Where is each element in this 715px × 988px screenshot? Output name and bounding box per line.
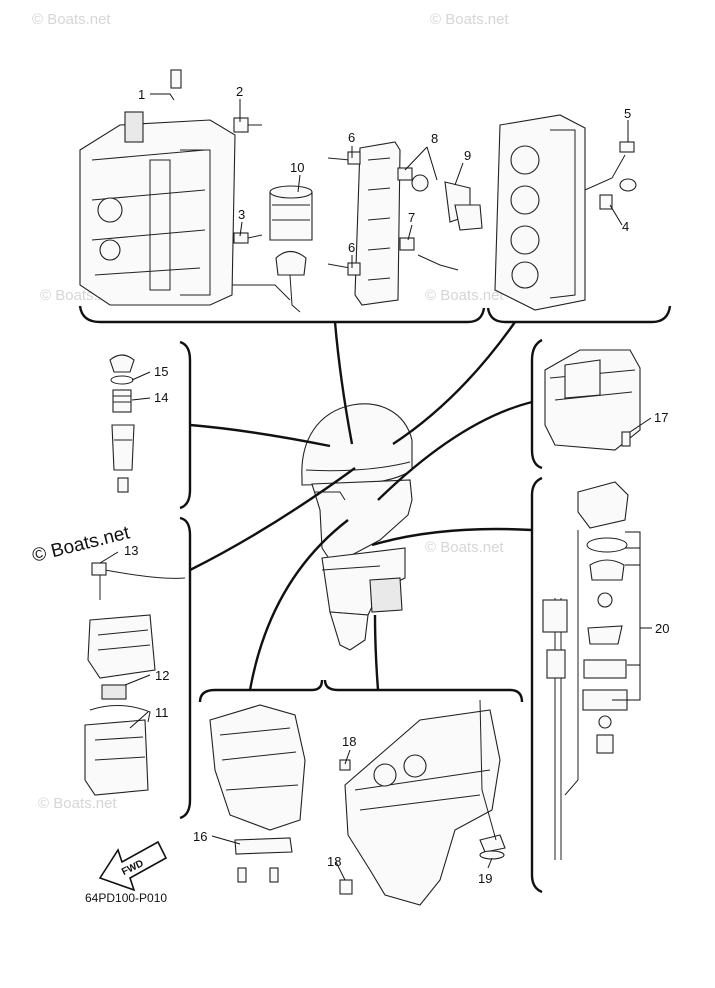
callout-3: 3 xyxy=(238,207,245,222)
callout-9: 9 xyxy=(464,148,471,163)
water-pump-illustration xyxy=(542,481,652,860)
callout-11: 11 xyxy=(155,705,169,720)
oil-pan-illustration xyxy=(544,349,641,451)
callout-14: 14 xyxy=(154,390,168,405)
callout-6: 6 xyxy=(348,130,355,145)
bracket-illustration xyxy=(209,704,306,883)
callout-4: 4 xyxy=(622,219,629,234)
watermark: © Boats.net xyxy=(32,11,111,28)
watermark: © Boats.net xyxy=(38,795,117,812)
callout-15: 15 xyxy=(154,364,168,379)
callout-2: 2 xyxy=(236,84,243,99)
callout-19: 19 xyxy=(478,871,492,886)
cylinder-block-illustration xyxy=(79,69,313,313)
watermark-main: © Boats.net xyxy=(30,522,132,567)
callout-10: 10 xyxy=(290,160,304,175)
callout-17: 17 xyxy=(654,410,668,425)
callout-1: 1 xyxy=(138,87,145,102)
callout-6-second: 6 xyxy=(348,240,355,255)
diagram-code: 64PD100-P010 xyxy=(85,891,167,905)
watermark: © Boats.net xyxy=(425,539,504,556)
fuel-pump-illustration xyxy=(84,562,186,796)
callout-20: 20 xyxy=(655,621,669,636)
callout-7: 7 xyxy=(408,210,415,225)
callout-13: 13 xyxy=(124,543,138,558)
outboard-motor-illustration xyxy=(301,403,413,651)
callout-labels: 1 2 3 4 5 6 6 7 8 9 10 11 12 13 14 15 16… xyxy=(124,84,669,886)
callout-8: 8 xyxy=(431,131,438,146)
cylinder-head-illustration xyxy=(494,114,637,311)
watermark: © Boats.net xyxy=(430,11,509,28)
exhaust-cover-illustration xyxy=(327,141,483,306)
callout-18-second: 18 xyxy=(327,854,341,869)
watermark-layer: © Boats.net © Boats.net © Boats.net © Bo… xyxy=(32,11,509,812)
callout-16: 16 xyxy=(193,829,207,844)
leader-lines xyxy=(189,321,533,691)
watermark: © Boats.net xyxy=(425,287,504,304)
callout-12: 12 xyxy=(155,668,169,683)
callout-18: 18 xyxy=(342,734,356,749)
callout-5: 5 xyxy=(624,106,631,121)
fwd-arrow: FWD xyxy=(98,840,168,892)
callout-leaders xyxy=(99,93,652,881)
fuel-filter-illustration xyxy=(109,354,135,493)
lower-unit-illustration xyxy=(339,699,506,906)
